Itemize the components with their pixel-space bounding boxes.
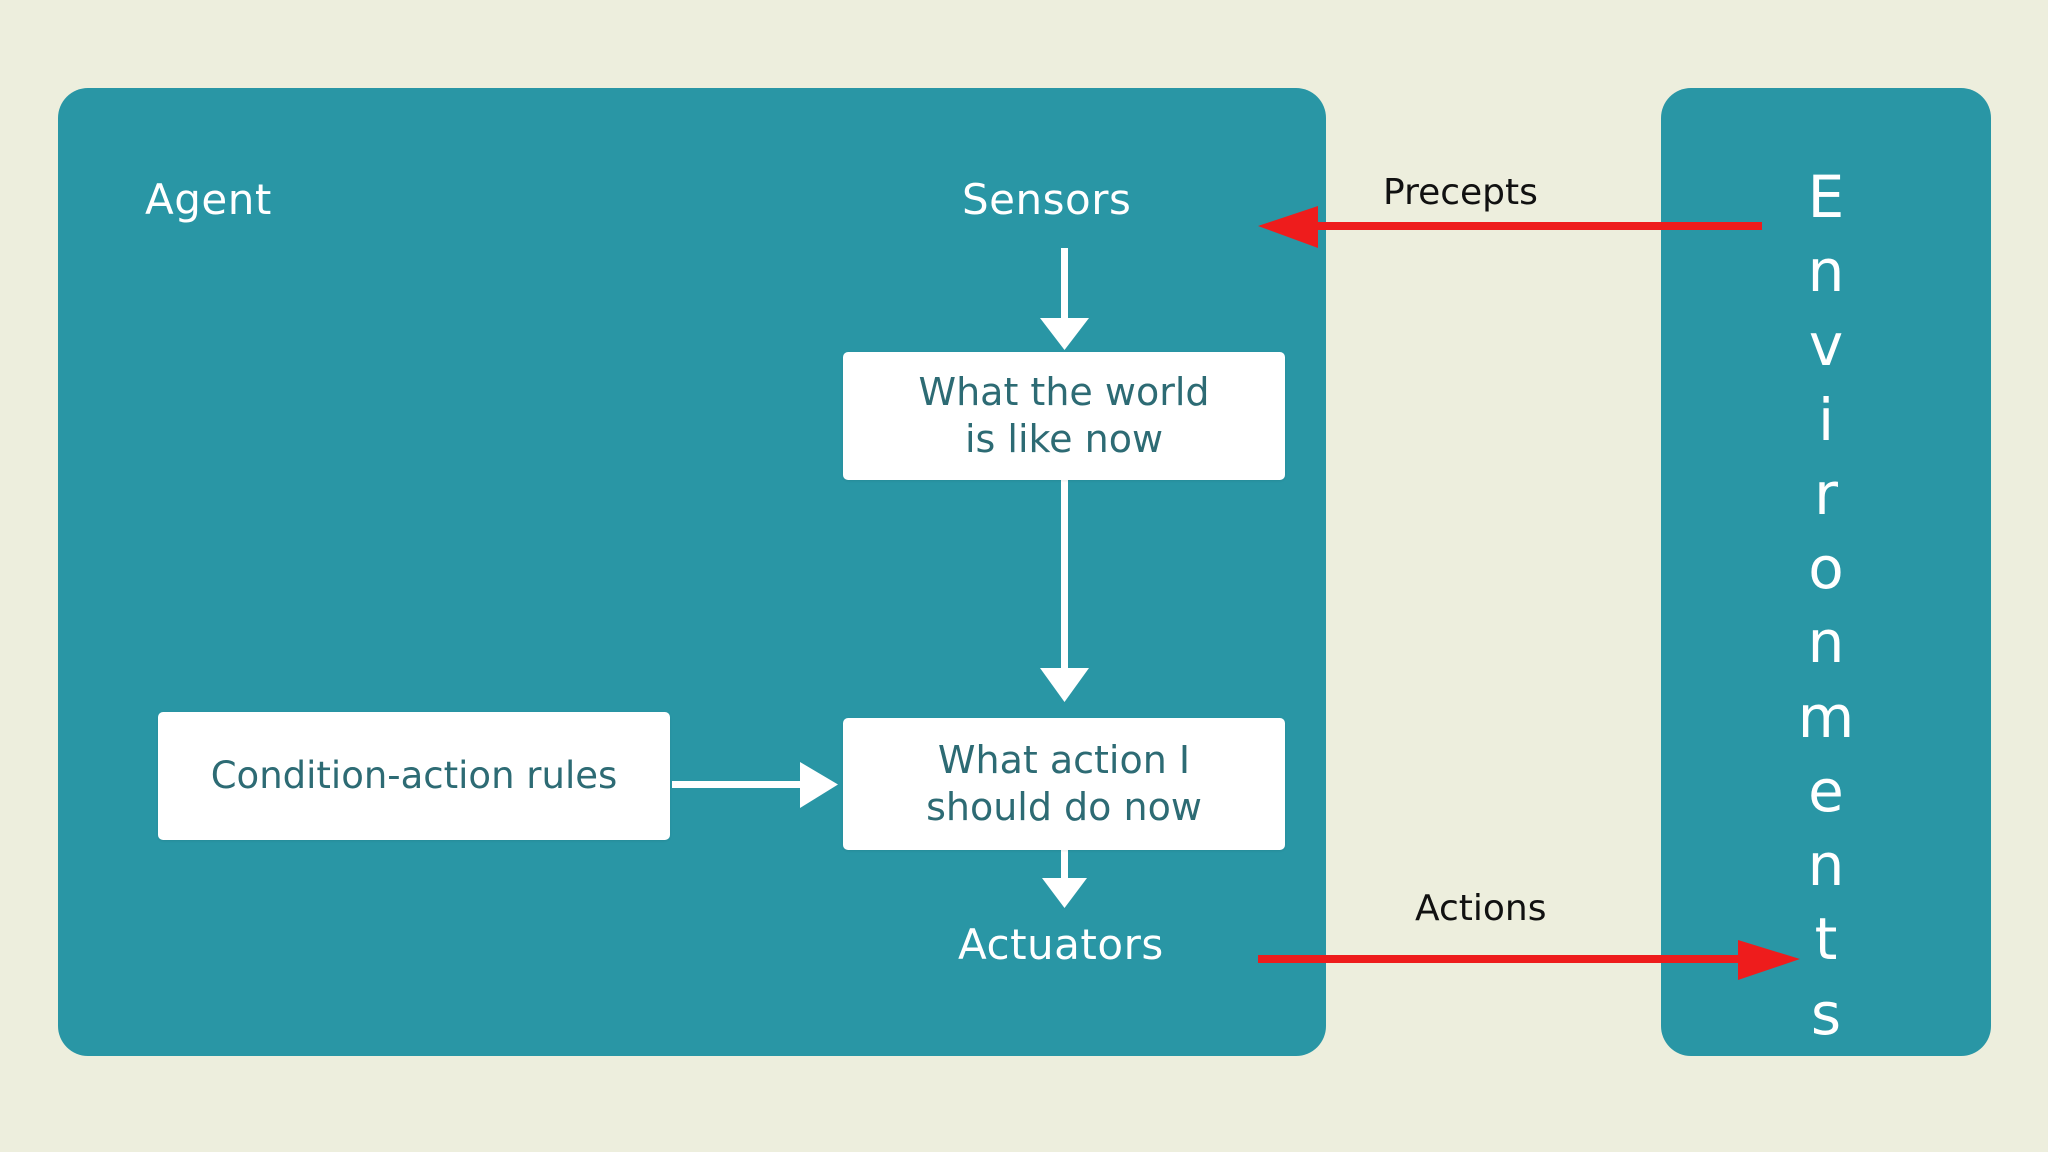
environment-title-letter: r	[1814, 459, 1838, 528]
action-decision-box: What action I should do now	[843, 718, 1285, 850]
sensors-label: Sensors	[962, 175, 1132, 224]
action-decision-line1: What action I	[937, 738, 1191, 783]
world-state-line1: What the world	[918, 370, 1210, 415]
environment-title-letter: E	[1807, 163, 1845, 231]
condition-action-rules-box: Condition-action rules	[158, 712, 670, 840]
world-state-line2: is like now	[964, 417, 1164, 461]
world-state-box: What the world is like now	[843, 352, 1285, 480]
actuators-label: Actuators	[958, 920, 1164, 969]
environment-title-letter: v	[1808, 311, 1844, 380]
environment-title-letter: i	[1817, 385, 1835, 454]
environment-title-letter: n	[1807, 608, 1845, 677]
environment-title-letter: t	[1814, 905, 1838, 974]
environment-title-letter: o	[1808, 534, 1844, 603]
action-decision-line2: should do now	[926, 785, 1202, 829]
environment-title-letter: n	[1807, 831, 1845, 900]
environment-container	[1661, 88, 1991, 1056]
actions-label: Actions	[1415, 888, 1547, 929]
agent-container	[58, 88, 1326, 1056]
environment-title-letter: m	[1797, 682, 1855, 751]
condition-action-rules-label: Condition-action rules	[210, 754, 618, 798]
environment-title-letter: s	[1810, 979, 1842, 1048]
agent-title: Agent	[145, 175, 272, 224]
environment-title-letter: n	[1807, 237, 1845, 306]
precepts-label: Precepts	[1383, 172, 1538, 213]
environment-title-letter: e	[1808, 756, 1844, 825]
